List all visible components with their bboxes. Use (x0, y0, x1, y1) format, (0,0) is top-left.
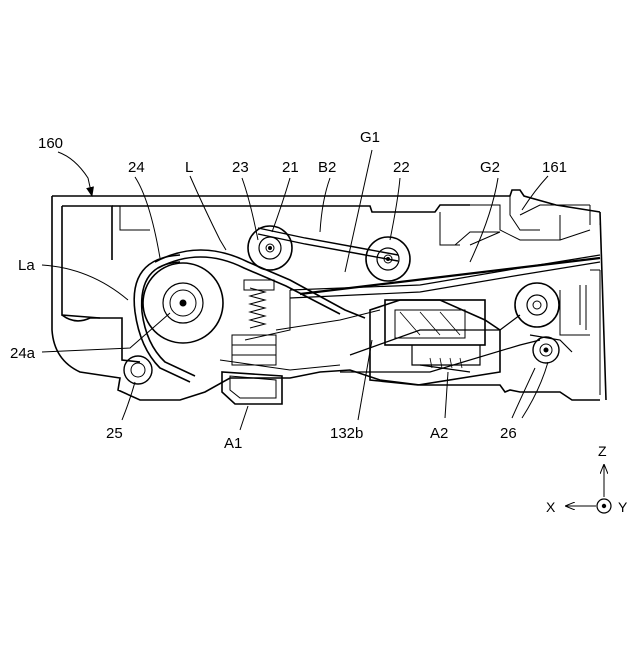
right-end-details (560, 270, 600, 395)
label-g1: G1 (360, 129, 380, 146)
roller-24 (143, 263, 223, 343)
label-21: 21 (282, 159, 299, 176)
component-a1 (222, 372, 282, 404)
label-24: 24 (128, 159, 145, 176)
component-a2 (340, 300, 540, 385)
label-l: L (185, 159, 193, 176)
label-161: 161 (542, 159, 567, 176)
label-a1: A1 (224, 435, 242, 452)
roller-161 (515, 283, 559, 327)
label-132b: 132b (330, 425, 363, 442)
y-axis-dot-icon (602, 504, 606, 508)
axis-x-label: X (546, 499, 556, 515)
roller-25 (124, 356, 152, 384)
label-25: 25 (106, 425, 123, 442)
label-22: 22 (393, 159, 410, 176)
axis-y-label: Y (618, 499, 628, 515)
label-23: 23 (232, 159, 249, 176)
label-la: La (18, 257, 35, 274)
label-g2: G2 (480, 159, 500, 176)
label-a2: A2 (430, 425, 448, 442)
drive-unit (220, 310, 380, 370)
label-26: 26 (500, 425, 517, 442)
label-160: 160 (38, 135, 63, 152)
spring-23 (244, 280, 290, 340)
axis-z-label: Z (598, 443, 607, 459)
label-24a: 24a (10, 345, 36, 362)
label-b2: B2 (318, 159, 336, 176)
roller-22 (366, 237, 410, 281)
roller-21 (248, 226, 292, 270)
reference-labels: 160 24 L 23 21 B2 G1 22 G2 161 La 24a 25… (10, 129, 567, 452)
axis-indicator: Z X Y (546, 443, 628, 515)
roller-26 (530, 335, 572, 363)
belt-l (134, 250, 365, 382)
